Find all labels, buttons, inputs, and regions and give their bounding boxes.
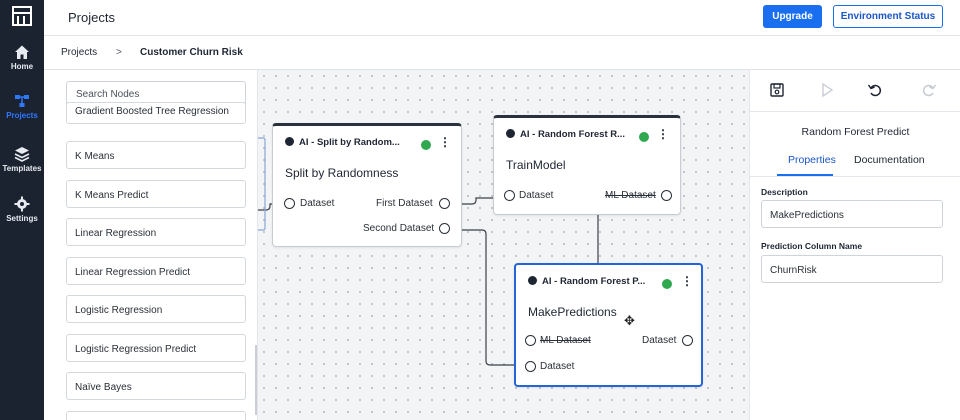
node-card-train[interactable]: AI - Random Forest R... ⋮ TrainModel Dat…	[493, 115, 681, 215]
list-item[interactable]: Gradient Boosted Tree Regression	[66, 102, 246, 124]
flow-canvas[interactable]: AI - Split by Random... ⋮ Split by Rando…	[258, 70, 749, 420]
output-port-label: Second Dataset	[363, 223, 435, 234]
tabs-divider	[750, 176, 960, 177]
output-socket[interactable]	[682, 335, 693, 346]
list-item[interactable]	[66, 411, 246, 420]
input-socket[interactable]	[525, 361, 536, 372]
rail-item-label: Home	[10, 62, 34, 71]
breadcrumb-projects-link[interactable]: Projects	[61, 47, 98, 58]
kebab-menu-icon[interactable]: ⋮	[439, 135, 451, 149]
node-name: TrainModel	[506, 158, 566, 172]
description-field[interactable]: MakePredictions	[761, 200, 943, 228]
home-icon	[15, 45, 29, 59]
input-port-label: Dataset	[300, 198, 335, 209]
kebab-menu-icon[interactable]: ⋮	[657, 127, 669, 141]
output-port-label: First Dataset	[376, 198, 433, 209]
node-list-scrollbar[interactable]	[255, 345, 257, 415]
breadcrumb: Projects > Customer Churn Risk	[44, 36, 960, 70]
prediction-column-field[interactable]: ChurnRisk	[761, 255, 943, 283]
wire-incoming-dataset	[258, 203, 288, 211]
list-item[interactable]: K Means	[66, 141, 246, 169]
wire-first-to-train	[444, 197, 508, 205]
active-tab-indicator	[777, 174, 833, 176]
ai-bulb-icon	[528, 276, 537, 285]
rail-item-label: Templates	[2, 164, 42, 173]
rail-item-settings[interactable]: Settings	[0, 196, 44, 223]
node-list-panel: Gradient Boosted Tree Regression K Means…	[44, 70, 258, 420]
environment-status-button[interactable]: Environment Status	[833, 5, 943, 28]
ai-bulb-icon	[285, 137, 294, 146]
output-port-label: ML Dataset	[605, 190, 656, 201]
output-socket[interactable]	[439, 223, 450, 234]
tab-documentation[interactable]: Documentation	[854, 154, 925, 166]
node-header: AI - Split by Random...	[285, 137, 400, 148]
ai-bulb-icon	[506, 129, 515, 138]
breadcrumb-current: Customer Churn Risk	[140, 47, 243, 58]
kebab-menu-icon[interactable]: ⋮	[681, 274, 693, 288]
wire-edge-left	[258, 137, 266, 231]
output-socket[interactable]	[661, 190, 672, 201]
list-item[interactable]: Linear Regression Predict	[66, 257, 246, 285]
description-label: Description	[761, 187, 808, 197]
node-name: Split by Randomness	[285, 166, 399, 180]
rail-item-templates[interactable]: Templates	[0, 146, 44, 173]
node-header: AI - Random Forest R...	[506, 129, 625, 140]
breadcrumb-separator: >	[116, 47, 122, 58]
status-check-icon	[662, 279, 672, 289]
properties-panel: Random Forest Predict Properties Documen…	[749, 70, 960, 420]
selected-node-title: Random Forest Predict	[801, 126, 910, 138]
node-header-text: AI - Split by Random...	[299, 137, 400, 148]
templates-icon	[14, 147, 30, 162]
list-item[interactable]: Logistic Regression	[66, 295, 246, 323]
output-port-label: Dataset	[642, 335, 677, 346]
input-port-label: Dataset	[540, 361, 575, 372]
status-check-icon	[421, 140, 431, 150]
gear-icon	[14, 196, 30, 212]
node-card-split[interactable]: AI - Split by Random... ⋮ Split by Rando…	[272, 123, 462, 247]
node-header-text: AI - Random Forest R...	[520, 129, 626, 140]
status-check-icon	[639, 132, 649, 142]
input-socket[interactable]	[525, 335, 536, 346]
rail-item-label: Settings	[6, 214, 38, 223]
upgrade-button[interactable]: Upgrade	[763, 5, 822, 28]
redo-icon[interactable]	[921, 82, 937, 98]
toolbar-divider	[750, 111, 960, 112]
wire-second-to-predict	[443, 229, 516, 366]
node-card-predict[interactable]: AI - Random Forest P... ⋮ MakePrediction…	[514, 263, 703, 387]
prediction-column-label: Prediction Column Name	[761, 241, 863, 251]
rail-item-home[interactable]: Home	[0, 44, 44, 71]
undo-icon[interactable]	[867, 82, 883, 98]
input-port-label: ML Dataset	[540, 335, 591, 346]
input-socket[interactable]	[284, 198, 295, 209]
rail-item-projects[interactable]: Projects	[0, 93, 44, 120]
list-item[interactable]: K Means Predict	[66, 180, 246, 208]
app-logo-icon[interactable]	[12, 6, 32, 26]
tab-properties[interactable]: Properties	[788, 154, 836, 166]
rail-item-label: Projects	[6, 111, 38, 120]
save-icon[interactable]	[769, 82, 785, 98]
play-icon[interactable]	[819, 82, 835, 98]
input-socket[interactable]	[504, 190, 515, 201]
move-cursor-icon: ✥	[624, 313, 635, 328]
node-header-text: AI - Random Forest P...	[542, 276, 646, 287]
list-item[interactable]: Logistic Regression Predict	[66, 334, 246, 362]
output-socket[interactable]	[439, 198, 450, 209]
page-title: Projects	[68, 10, 115, 25]
input-port-label: Dataset	[519, 190, 554, 201]
node-header: AI - Random Forest P...	[528, 276, 645, 287]
projects-icon	[15, 95, 29, 107]
node-name: MakePredictions	[528, 305, 617, 319]
top-bar: Projects Upgrade Environment Status	[44, 0, 960, 36]
list-item[interactable]: Naïve Bayes	[66, 372, 246, 400]
left-rail: Home Projects Templates Settings	[0, 0, 44, 420]
list-item[interactable]: Linear Regression	[66, 218, 246, 246]
